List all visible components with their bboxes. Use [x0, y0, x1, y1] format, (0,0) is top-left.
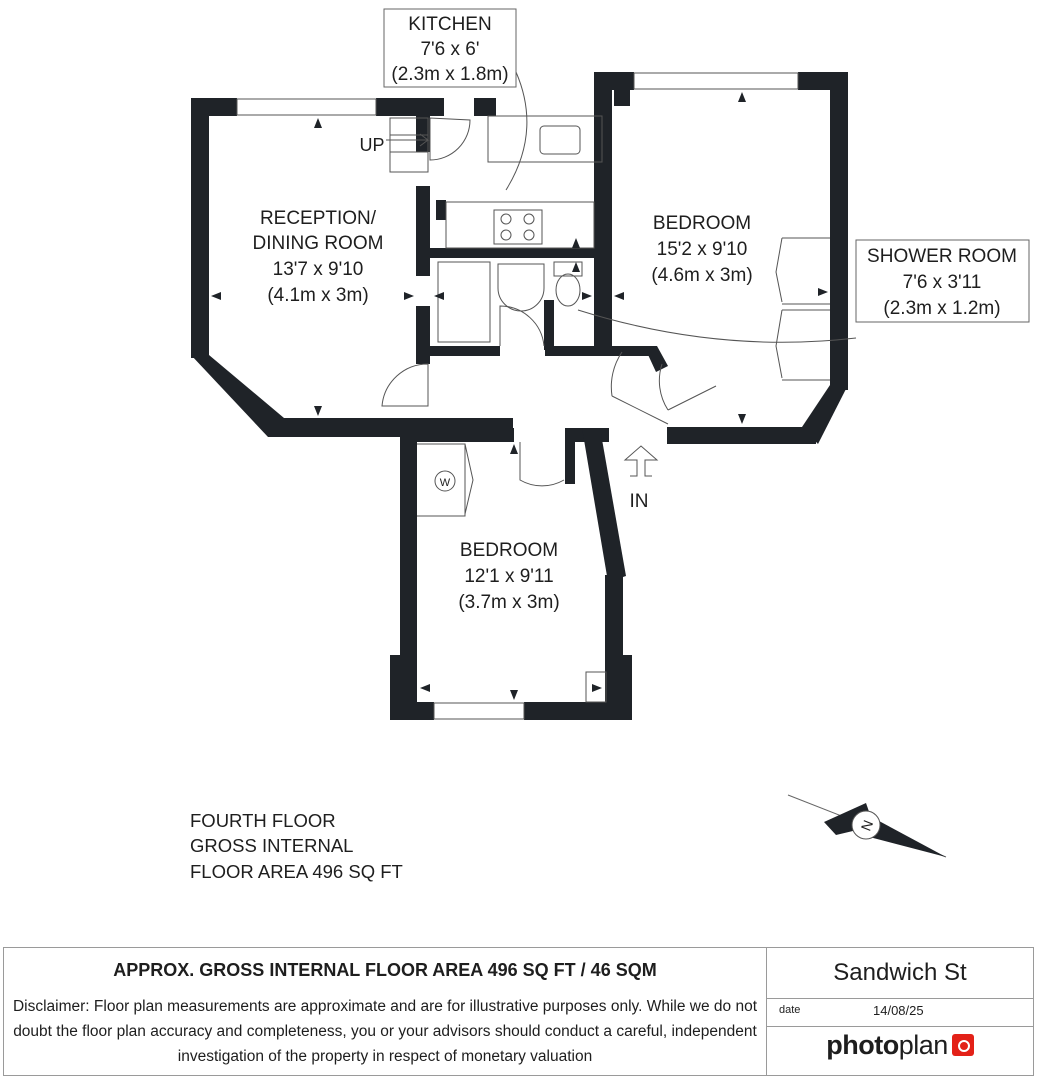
kitchen-dim-imperial: 7'6 x 6'	[420, 39, 479, 60]
property-address: Sandwich St	[767, 948, 1033, 999]
floor-plan: KITCHEN 7'6 x 6' (2.3m x 1.8m) RECEPTION…	[190, 8, 1030, 882]
up-arrow	[386, 133, 430, 147]
reception-name-line2: DINING ROOM	[253, 233, 384, 254]
date-label: date	[779, 1004, 801, 1016]
area-headline: APPROX. GROSS INTERNAL FLOOR AREA 496 SQ…	[113, 960, 657, 980]
reception-dim-imperial: 13'7 x 9'10	[273, 259, 364, 280]
brand-name-bold: photo	[826, 1030, 899, 1060]
shower-dim-imperial: 7'6 x 3'11	[903, 272, 982, 293]
floor-info-line2: GROSS INTERNAL	[190, 835, 353, 856]
kitchen-dim-metric: (2.3m x 1.8m)	[391, 64, 508, 85]
date-row: date 14/08/25	[767, 998, 1033, 1027]
disclaimer-text: Disclaimer: Floor plan measurements are …	[12, 998, 758, 1065]
toilet	[555, 273, 581, 307]
bedroom1-name: BEDROOM	[653, 213, 751, 234]
brand-logo: photoplan	[767, 1030, 1033, 1061]
kitchen-leader	[505, 71, 528, 191]
bedroom2-dim-metric: (3.7m x 3m)	[458, 592, 559, 613]
footer-panel: APPROX. GROSS INTERNAL FLOOR AREA 496 SQ…	[3, 947, 1034, 1076]
brand-name-light: plan	[898, 1030, 949, 1060]
fixtures	[236, 71, 857, 720]
bedroom2-dim-imperial: 12'1 x 9'11	[464, 566, 553, 587]
bedroom1-dim-imperial: 15'2 x 9'10	[657, 239, 748, 260]
entrance-door	[610, 351, 669, 425]
wardrobe-3	[417, 443, 474, 517]
washbasin	[497, 263, 545, 312]
date-value: 14/08/25	[873, 1003, 924, 1018]
shower-name: SHOWER ROOM	[867, 246, 1017, 267]
reception-door	[381, 363, 429, 407]
footer-disclaimer-section: APPROX. GROSS INTERNAL FLOOR AREA 496 SQ…	[4, 948, 767, 1075]
shower-tray	[437, 261, 491, 343]
reception-dim-metric: (4.1m x 3m)	[267, 285, 368, 306]
staircase	[389, 117, 429, 173]
reception-window	[236, 98, 377, 116]
walls	[191, 72, 848, 720]
bedroom2-door	[519, 442, 565, 487]
camera-icon	[951, 1034, 974, 1056]
wardrobe-2	[775, 309, 830, 381]
washer-label: W	[440, 477, 451, 489]
footer-info-section: Sandwich St date 14/08/25 photoplan	[767, 948, 1033, 1075]
bedroom2-window	[433, 702, 525, 720]
reception-name-line1: RECEPTION/	[260, 208, 377, 229]
kitchen-door	[429, 117, 471, 161]
wardrobe-1	[775, 237, 830, 305]
shower-dim-metric: (2.3m x 1.2m)	[883, 298, 1000, 319]
up-label: UP	[359, 135, 384, 155]
shower-callout	[855, 239, 1030, 323]
kitchen-callout	[383, 8, 517, 88]
kitchen-worktop	[445, 201, 595, 249]
bedroom1-dim-metric: (4.6m x 3m)	[651, 265, 752, 286]
kitchen-sink	[539, 125, 581, 155]
washer-icon	[434, 470, 456, 492]
hob	[493, 209, 543, 245]
bedroom2-name: BEDROOM	[460, 540, 558, 561]
entrance-label: IN	[630, 491, 649, 512]
shower-door	[499, 305, 545, 347]
kitchen-counter	[487, 115, 603, 163]
floor-info-line1: FOURTH FLOOR	[190, 810, 336, 831]
compass-icon: N	[787, 794, 947, 858]
entrance-arrow	[623, 445, 659, 477]
kitchen-name: KITCHEN	[408, 14, 491, 35]
dimension-markers	[211, 92, 828, 700]
bedroom1-door	[658, 363, 717, 411]
shower-leader	[577, 309, 857, 343]
bedroom1-window	[633, 72, 799, 90]
floor-info-line3: FLOOR AREA 496 SQ FT	[190, 861, 403, 882]
